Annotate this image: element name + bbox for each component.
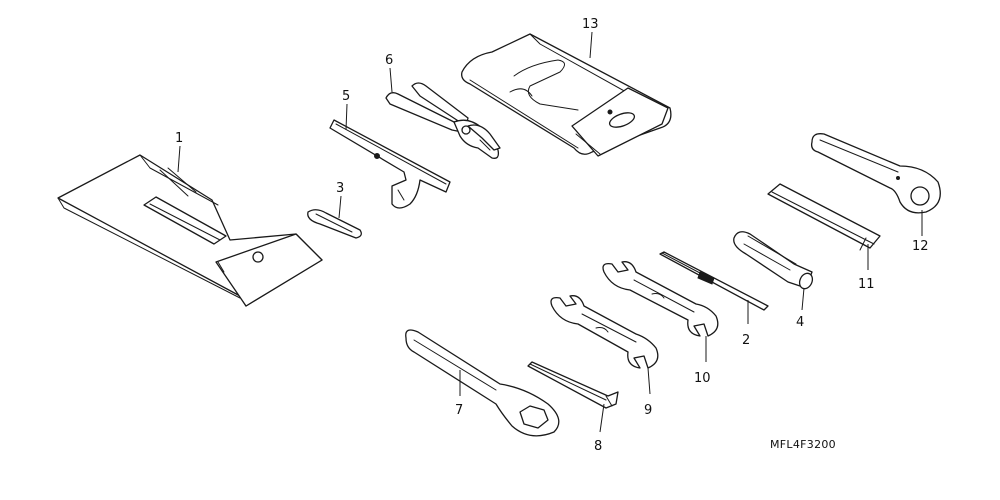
pin-spanner-part [329,119,451,209]
callout-12: 12 [912,239,929,254]
tool-case-part [461,33,672,157]
leader-line-3 [338,195,342,219]
extension-bar-part [767,183,881,251]
leader-line-13 [589,31,593,59]
callout-3: 3 [336,181,344,196]
callout-10: 10 [694,371,711,386]
leader-line-6 [389,67,393,93]
screwdriver-blade-part [659,251,769,311]
pliers-part [385,82,501,159]
drawing-code-label: MFL4F3200 [770,438,836,451]
callout-5: 5 [342,89,350,104]
open-end-wrench-9-part [550,295,659,369]
callout-4: 4 [796,315,804,330]
leader-line-9 [647,367,651,395]
callout-13: 13 [582,17,599,32]
ring-wrench-7-part [405,329,560,437]
open-end-wrench-10-part [602,261,719,337]
hex-key-part [527,361,619,409]
screwdriver-handle-part [733,231,814,290]
screwdriver-grip-part [307,209,362,239]
leader-line-1 [177,145,181,173]
callout-9: 9 [644,403,652,418]
callout-1: 1 [175,131,183,146]
leader-line-5 [345,103,348,131]
leader-line-8 [599,403,605,433]
leader-line-4 [801,287,805,311]
tool-bag-part [57,154,323,307]
callout-7: 7 [455,403,463,418]
callout-6: 6 [385,53,393,68]
callout-8: 8 [594,439,602,454]
callout-11: 11 [858,277,875,292]
ring-wrench-12-part [810,133,941,214]
callout-2: 2 [742,333,750,348]
